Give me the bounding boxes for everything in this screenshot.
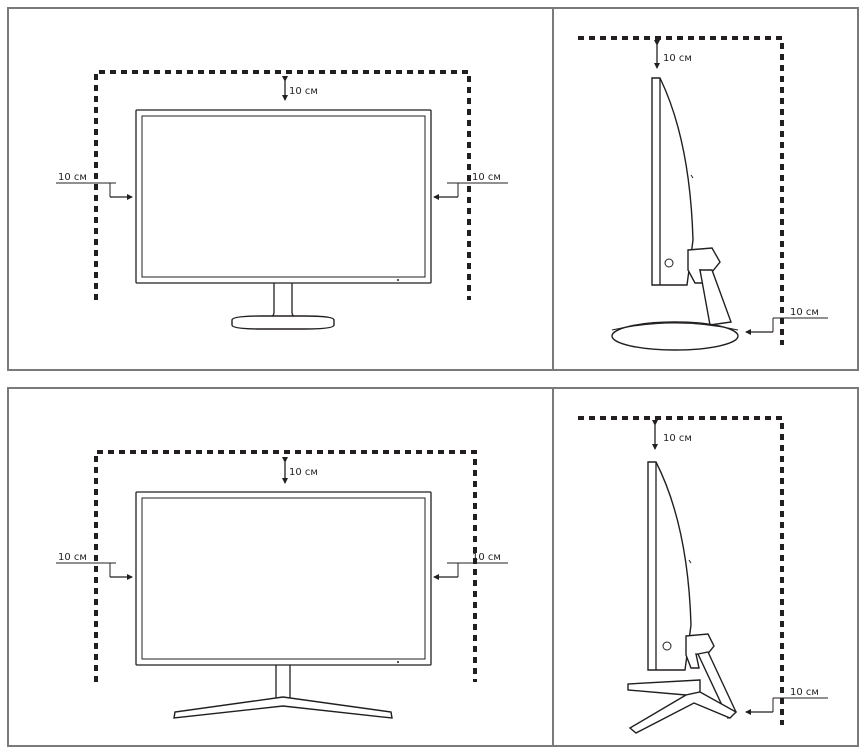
label-left: 10 см [58,552,87,563]
connector-port [664,258,674,268]
panel-front-round-stand: 10 см 10 см 10 см [56,70,508,330]
stand-leg-front [627,679,701,696]
label-top: 10 см [663,53,692,64]
clearance-boundary [578,416,784,725]
stand-base [173,696,393,719]
stand-base-rim [611,322,739,331]
connector-port [662,641,672,651]
label-top: 10 см [663,433,692,444]
bottom-row-frame [7,387,859,747]
power-led [397,279,399,281]
monitor-body [651,77,694,286]
monitor-detail [688,559,692,564]
monitor-screen [141,115,426,278]
stand-hinge [685,633,715,669]
clearance-boundary [578,36,784,345]
clearance-boundary [94,70,471,300]
monitor-screen [141,497,426,660]
stand-leg-side [628,691,738,734]
panel-front-v-stand: 10 см 10 см 10 см [56,450,508,719]
panel-side-round-stand: 10 см 10 см [578,36,828,351]
stand-base [611,321,739,351]
label-top: 10 см [289,467,318,478]
label-top: 10 см [289,86,318,97]
top-row-frame [7,7,859,371]
stand-base [231,315,335,330]
clearance-boundary [94,450,477,682]
monitor-body [647,461,692,671]
power-led [397,661,399,663]
monitor-bezel [135,109,432,284]
stand-neck [275,665,291,700]
label-left: 10 см [58,172,87,183]
panel-side-v-stand: 10 см 10 см [578,416,828,734]
stand-neck [699,269,732,326]
label-right: 10 см [472,172,501,183]
monitor-bezel [135,491,432,666]
stand-neck [262,283,304,319]
label-right: 10 см [472,552,501,563]
label-back: 10 см [790,307,819,318]
label-back: 10 см [790,687,819,698]
panel-frames [7,7,859,747]
monitor-detail [690,174,694,179]
